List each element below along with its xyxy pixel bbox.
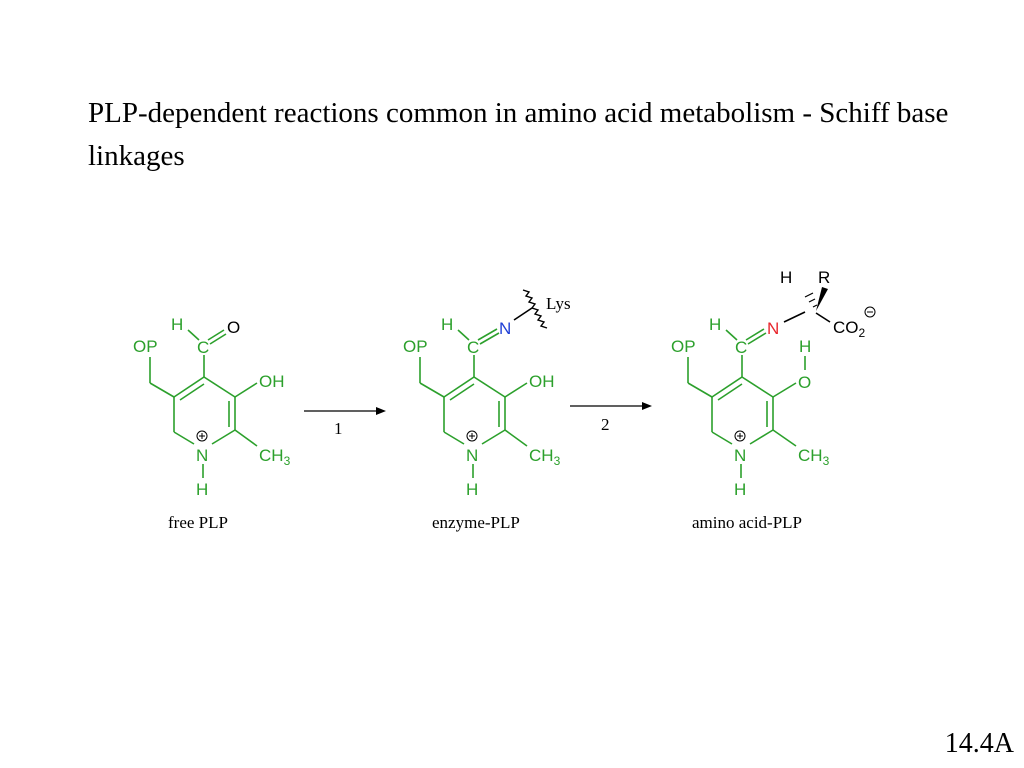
imine-h-label: H — [441, 315, 453, 334]
methyl-label: CH3 — [259, 446, 291, 468]
arrow-step-1-label: 1 — [334, 419, 343, 438]
slide-title: PLP-dependent reactions common in amino … — [88, 97, 949, 172]
r-group-label: R — [818, 268, 830, 287]
arrow-step-2-label: 2 — [601, 415, 610, 434]
ring-n-label: N — [196, 446, 208, 465]
hydroxyl-label: OH — [259, 372, 285, 391]
slide-number: 14.4A — [944, 728, 1014, 759]
ring-n-label: N — [734, 446, 746, 465]
imine-c-label: C — [467, 338, 479, 357]
positive-charge-icon — [734, 430, 746, 442]
aldehyde-h-label: H — [171, 315, 183, 334]
aldehyde-c-label: C — [197, 338, 209, 357]
methyl-label: CH3 — [798, 446, 830, 468]
imine-n-label: N — [499, 319, 511, 338]
arrowhead-icon — [376, 407, 386, 415]
phenol-h-label: H — [799, 337, 811, 356]
lys-label: Lys — [546, 294, 571, 313]
positive-charge-icon — [466, 430, 478, 442]
wavy-bond-icon — [522, 289, 548, 329]
structure-amino-acid-plp — [687, 311, 831, 478]
arrowhead-icon — [642, 402, 652, 410]
op-label: OP — [133, 337, 158, 356]
structure-free-plp — [149, 329, 258, 478]
phenol-o-label: O — [798, 373, 811, 392]
hash-bond-icon — [804, 292, 818, 308]
imine-h-label: H — [709, 315, 721, 334]
wedge-bond-icon — [816, 287, 828, 311]
negative-charge-icon — [864, 306, 876, 318]
nh-h-label: H — [196, 480, 208, 499]
positive-charge-icon — [196, 430, 208, 442]
hydroxyl-label: OH — [529, 372, 555, 391]
ring-n-label: N — [466, 446, 478, 465]
imine-n-label: N — [767, 319, 779, 338]
nh-h-label: H — [466, 480, 478, 499]
nh-h-label: H — [734, 480, 746, 499]
aldehyde-o-label: O — [227, 318, 240, 337]
structure-enzyme-plp — [419, 307, 533, 478]
caption-amino-acid-plp: amino acid-PLP — [692, 513, 802, 532]
op-label: OP — [671, 337, 696, 356]
caption-enzyme-plp: enzyme-PLP — [432, 513, 520, 532]
alpha-h-label: H — [780, 268, 792, 287]
op-label: OP — [403, 337, 428, 356]
caption-free-plp: free PLP — [168, 513, 228, 532]
imine-c-label: C — [735, 338, 747, 357]
methyl-label: CH3 — [529, 446, 561, 468]
carboxylate-label: CO2 — [833, 318, 866, 340]
